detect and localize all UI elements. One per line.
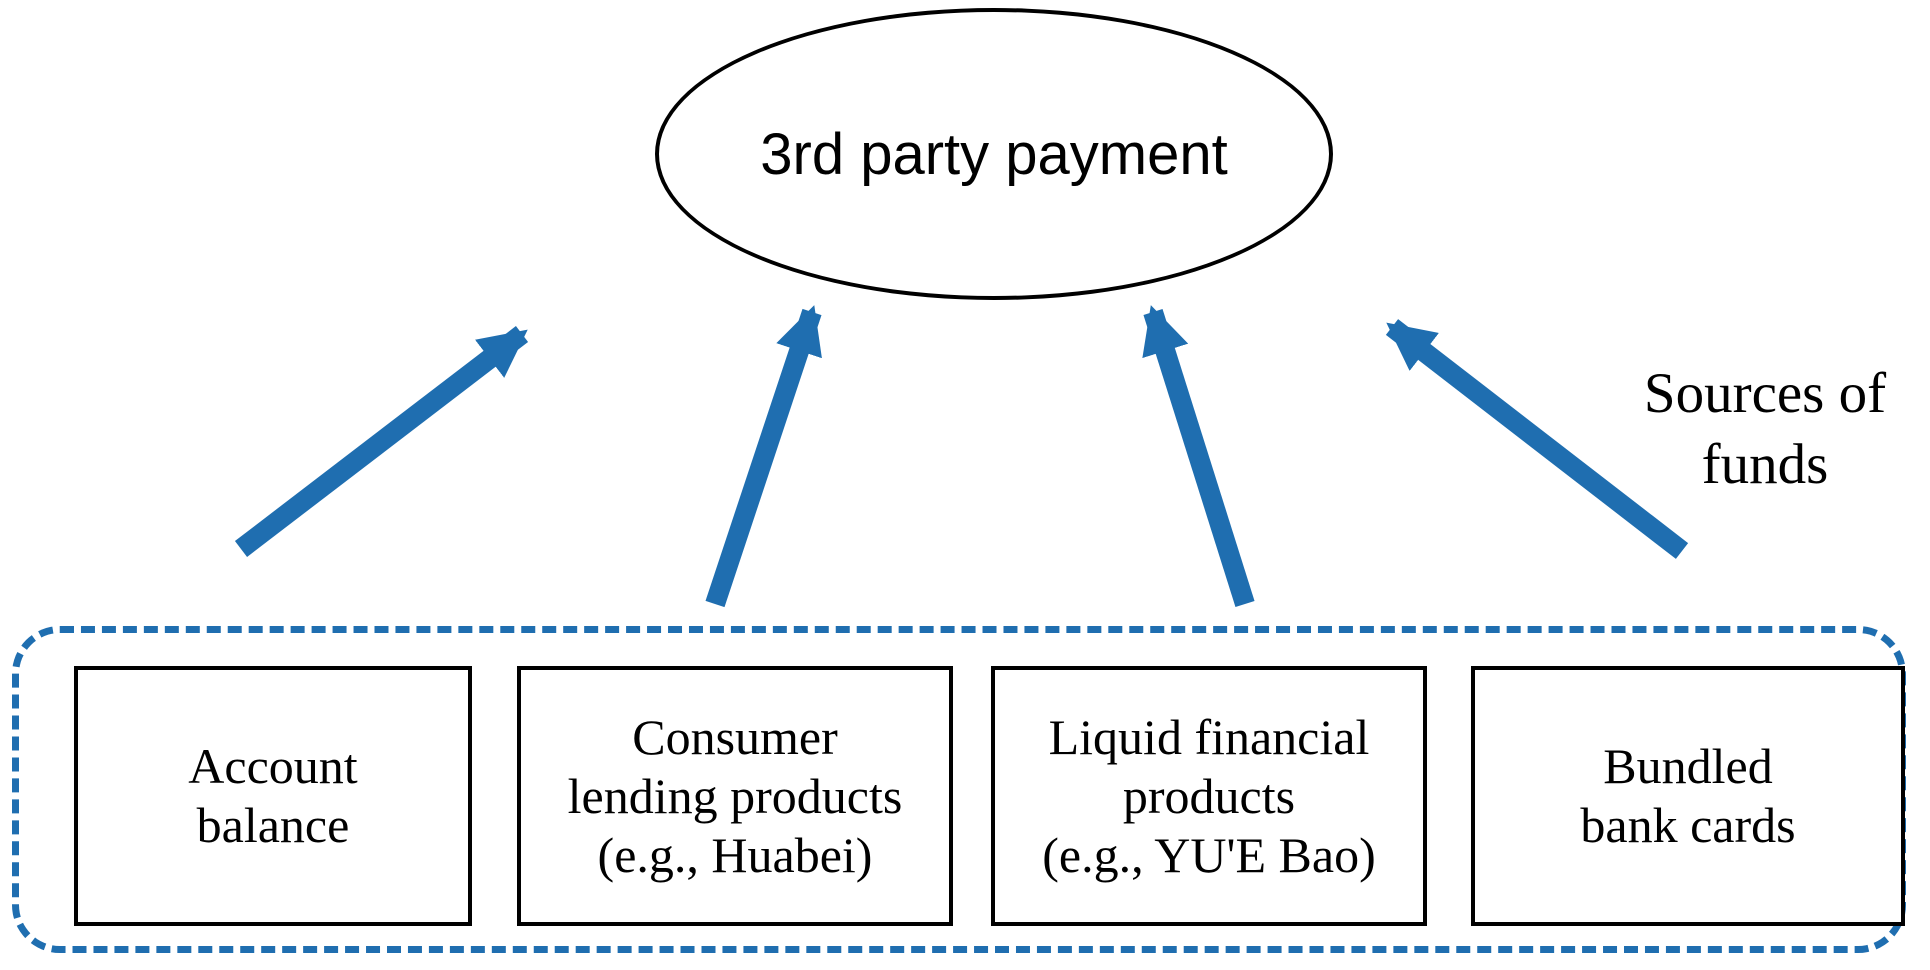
source-box-liquid-financial: Liquid financial products (e.g., YU'E Ba… bbox=[991, 666, 1427, 926]
source-box-bundled-bank-cards: Bundled bank cards bbox=[1471, 666, 1905, 926]
source-box-label: Consumer lending products (e.g., Huabei) bbox=[567, 708, 903, 883]
arrow-account-balance-to-payment bbox=[234, 326, 529, 557]
top-node-label: 3rd party payment bbox=[760, 121, 1228, 187]
arrow-consumer-lending-to-payment bbox=[705, 305, 822, 608]
source-box-label: Bundled bank cards bbox=[1580, 738, 1796, 853]
source-box-label: Account balance bbox=[188, 738, 358, 853]
source-box-label: Liquid financial products (e.g., YU'E Ba… bbox=[1042, 708, 1376, 883]
source-box-consumer-lending: Consumer lending products (e.g., Huabei) bbox=[517, 666, 953, 926]
sources-container: Account balance Consumer lending product… bbox=[12, 626, 1906, 953]
source-box-account-balance: Account balance bbox=[74, 666, 472, 926]
top-node-3rd-party-payment: 3rd party payment bbox=[655, 8, 1333, 300]
sources-of-funds-label: Sources of funds bbox=[1643, 362, 1887, 497]
arrow-liquid-financial-to-payment bbox=[1142, 305, 1255, 608]
